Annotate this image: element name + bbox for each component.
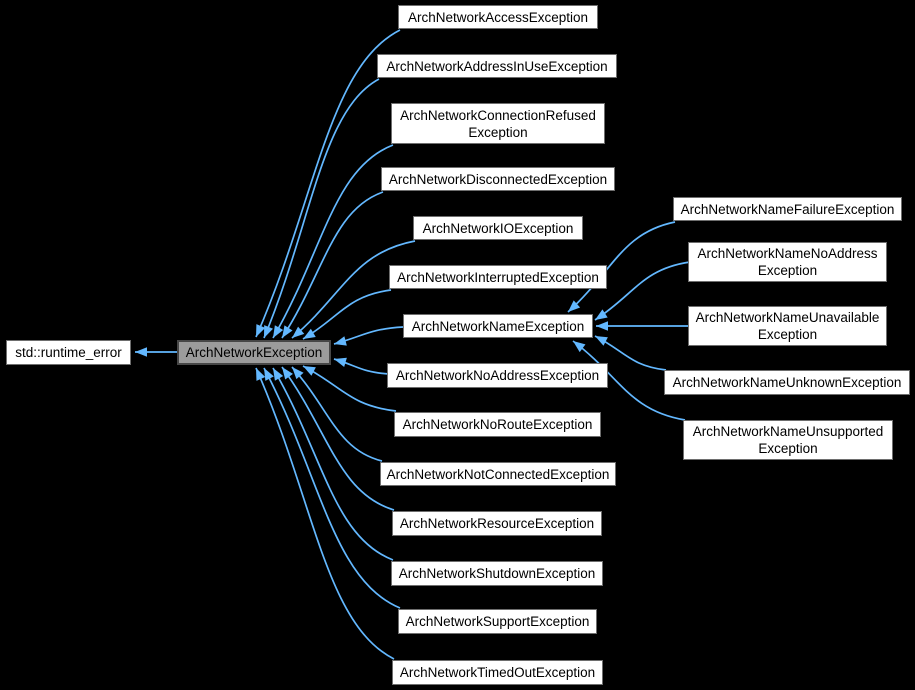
inheritance-edge-arch-network-name-no-address-exception-to-arch-network-name-exception <box>594 261 691 321</box>
arrowhead-icon <box>595 309 608 320</box>
inheritance-edge-arch-network-no-route-exception-to-arch-network-exception <box>302 365 397 412</box>
class-node-arch-network-name-exception[interactable]: ArchNetworkNameException <box>403 314 593 338</box>
class-node-arch-network-access-exception[interactable]: ArchNetworkAccessException <box>398 5 598 29</box>
class-node-arch-network-interrupted-exception[interactable]: ArchNetworkInterruptedException <box>389 265 607 289</box>
class-node-arch-network-name-no-address-exception[interactable]: ArchNetworkNameNoAddress Exception <box>688 242 887 282</box>
class-node-arch-network-connection-refused-exception[interactable]: ArchNetworkConnectionRefused Exception <box>391 103 605 144</box>
class-node-arch-network-io-exception[interactable]: ArchNetworkIOException <box>413 216 583 240</box>
class-node-arch-network-name-failure-exception[interactable]: ArchNetworkNameFailureException <box>673 197 902 221</box>
arrowhead-icon <box>303 366 316 376</box>
arrowhead-icon <box>135 347 147 357</box>
arrowhead-icon <box>282 325 293 338</box>
class-node-arch-network-disconnected-exception[interactable]: ArchNetworkDisconnectedException <box>381 167 615 191</box>
arrowhead-icon <box>292 367 304 380</box>
class-node-arch-network-no-route-exception[interactable]: ArchNetworkNoRouteException <box>394 412 601 437</box>
class-node-std-runtime-error[interactable]: std::runtime_error <box>6 340 131 365</box>
arrowhead-icon <box>273 325 284 338</box>
arrowhead-icon <box>264 325 274 338</box>
inheritance-edge-arch-network-not-connected-exception-to-arch-network-exception <box>291 366 383 462</box>
arrowhead-icon <box>595 336 608 346</box>
arrowhead-icon <box>256 324 266 337</box>
class-node-arch-network-name-unsupported-exception[interactable]: ArchNetworkNameUnsupported Exception <box>683 420 893 460</box>
inheritance-edge-arch-network-io-exception-to-arch-network-exception <box>291 240 416 339</box>
inheritance-edge-arch-network-resource-exception-to-arch-network-exception <box>281 366 395 511</box>
inheritance-edge-arch-network-address-in-use-exception-to-arch-network-exception <box>263 78 380 339</box>
arrowhead-icon <box>568 300 581 312</box>
class-node-arch-network-support-exception[interactable]: ArchNetworkSupportException <box>398 609 597 634</box>
class-node-arch-network-timed-out-exception[interactable]: ArchNetworkTimedOutException <box>392 660 603 685</box>
class-node-arch-network-exception: ArchNetworkException <box>177 340 331 365</box>
arrowhead-icon <box>596 321 608 331</box>
arrowhead-icon <box>256 368 266 381</box>
class-node-arch-network-address-in-use-exception[interactable]: ArchNetworkAddressInUseException <box>377 54 617 78</box>
arrowhead-icon <box>303 328 316 339</box>
inheritance-edge-arch-network-connection-refused-exception-to-arch-network-exception <box>272 144 394 339</box>
class-node-arch-network-shutdown-exception[interactable]: ArchNetworkShutdownException <box>391 561 603 586</box>
inheritance-edge-arch-network-name-failure-exception-to-arch-network-name-exception <box>567 221 676 313</box>
inheritance-edge-arch-network-disconnected-exception-to-arch-network-exception <box>281 191 384 339</box>
inheritance-edge-arch-network-interrupted-exception-to-arch-network-exception <box>302 289 392 340</box>
class-node-arch-network-resource-exception[interactable]: ArchNetworkResourceException <box>392 511 602 536</box>
inheritance-edge-arch-network-timed-out-exception-to-arch-network-exception <box>255 367 395 660</box>
arrowhead-icon <box>573 341 586 353</box>
arrowhead-icon <box>273 368 284 381</box>
arrowhead-icon <box>282 367 293 380</box>
class-node-arch-network-name-unknown-exception[interactable]: ArchNetworkNameUnknownException <box>664 370 910 395</box>
arrowhead-icon <box>334 357 347 367</box>
inheritance-edge-arch-network-access-exception-to-arch-network-exception <box>255 29 401 338</box>
class-node-arch-network-name-unavailable-exception[interactable]: ArchNetworkNameUnavailable Exception <box>688 306 887 346</box>
arrowhead-icon <box>334 336 347 346</box>
inheritance-edge-arch-network-shutdown-exception-to-arch-network-exception <box>272 367 394 561</box>
class-node-arch-network-not-connected-exception[interactable]: ArchNetworkNotConnectedException <box>380 462 616 486</box>
arrowhead-icon <box>264 368 274 381</box>
arrowhead-icon <box>292 326 305 338</box>
inheritance-edge-arch-network-support-exception-to-arch-network-exception <box>263 367 401 609</box>
inheritance-edge-arch-network-name-unsupported-exception-to-arch-network-name-exception <box>572 340 686 421</box>
class-node-arch-network-no-address-exception[interactable]: ArchNetworkNoAddressException <box>387 363 608 388</box>
